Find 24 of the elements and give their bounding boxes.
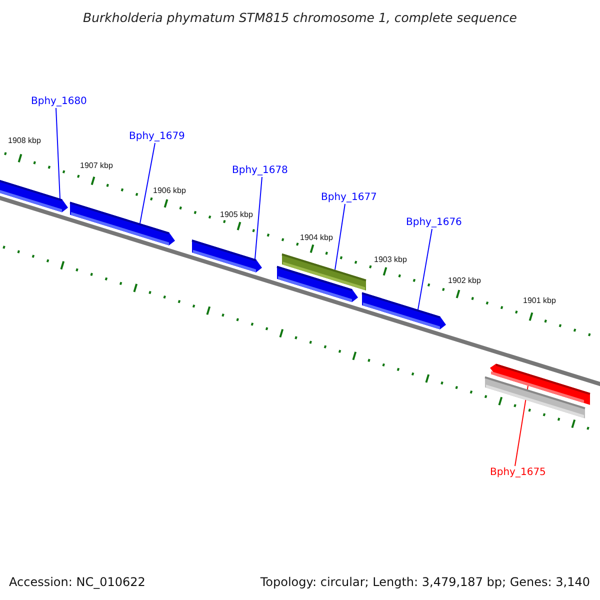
gene-label: Bphy_1675 [490,467,546,478]
gene-label: Bphy_1677 [321,192,377,203]
gene-feature [362,292,446,330]
scale-label: 1908 kbp [8,136,41,145]
title: Burkholderia phymatum STM815 chromosome 1, complete sequence [82,10,518,25]
gene-label: Bphy_1679 [129,131,185,142]
gene-feature [0,178,68,212]
leader-line [56,108,60,200]
leader-line [140,142,156,224]
feature-bar [282,253,366,290]
gene-label: Bphy_1676 [406,217,462,228]
leader-line [418,228,432,310]
scale-label: 1901 kbp [523,296,556,305]
scale-label: 1903 kbp [374,255,407,264]
gene-feature [192,240,262,272]
scale-label: 1904 kbp [300,233,333,242]
gene-label: Bphy_1680 [31,96,87,107]
accession-text: Accession: NC_010622 [9,575,146,589]
leader-line [334,204,346,270]
feature-bar [484,376,586,418]
gene-label: Bphy_1678 [232,165,288,176]
leader-line [254,176,262,260]
topology-text: Topology: circular; Length: 3,479,187 bp; Genes: 3,140 [260,575,590,589]
gene-feature [70,202,175,246]
